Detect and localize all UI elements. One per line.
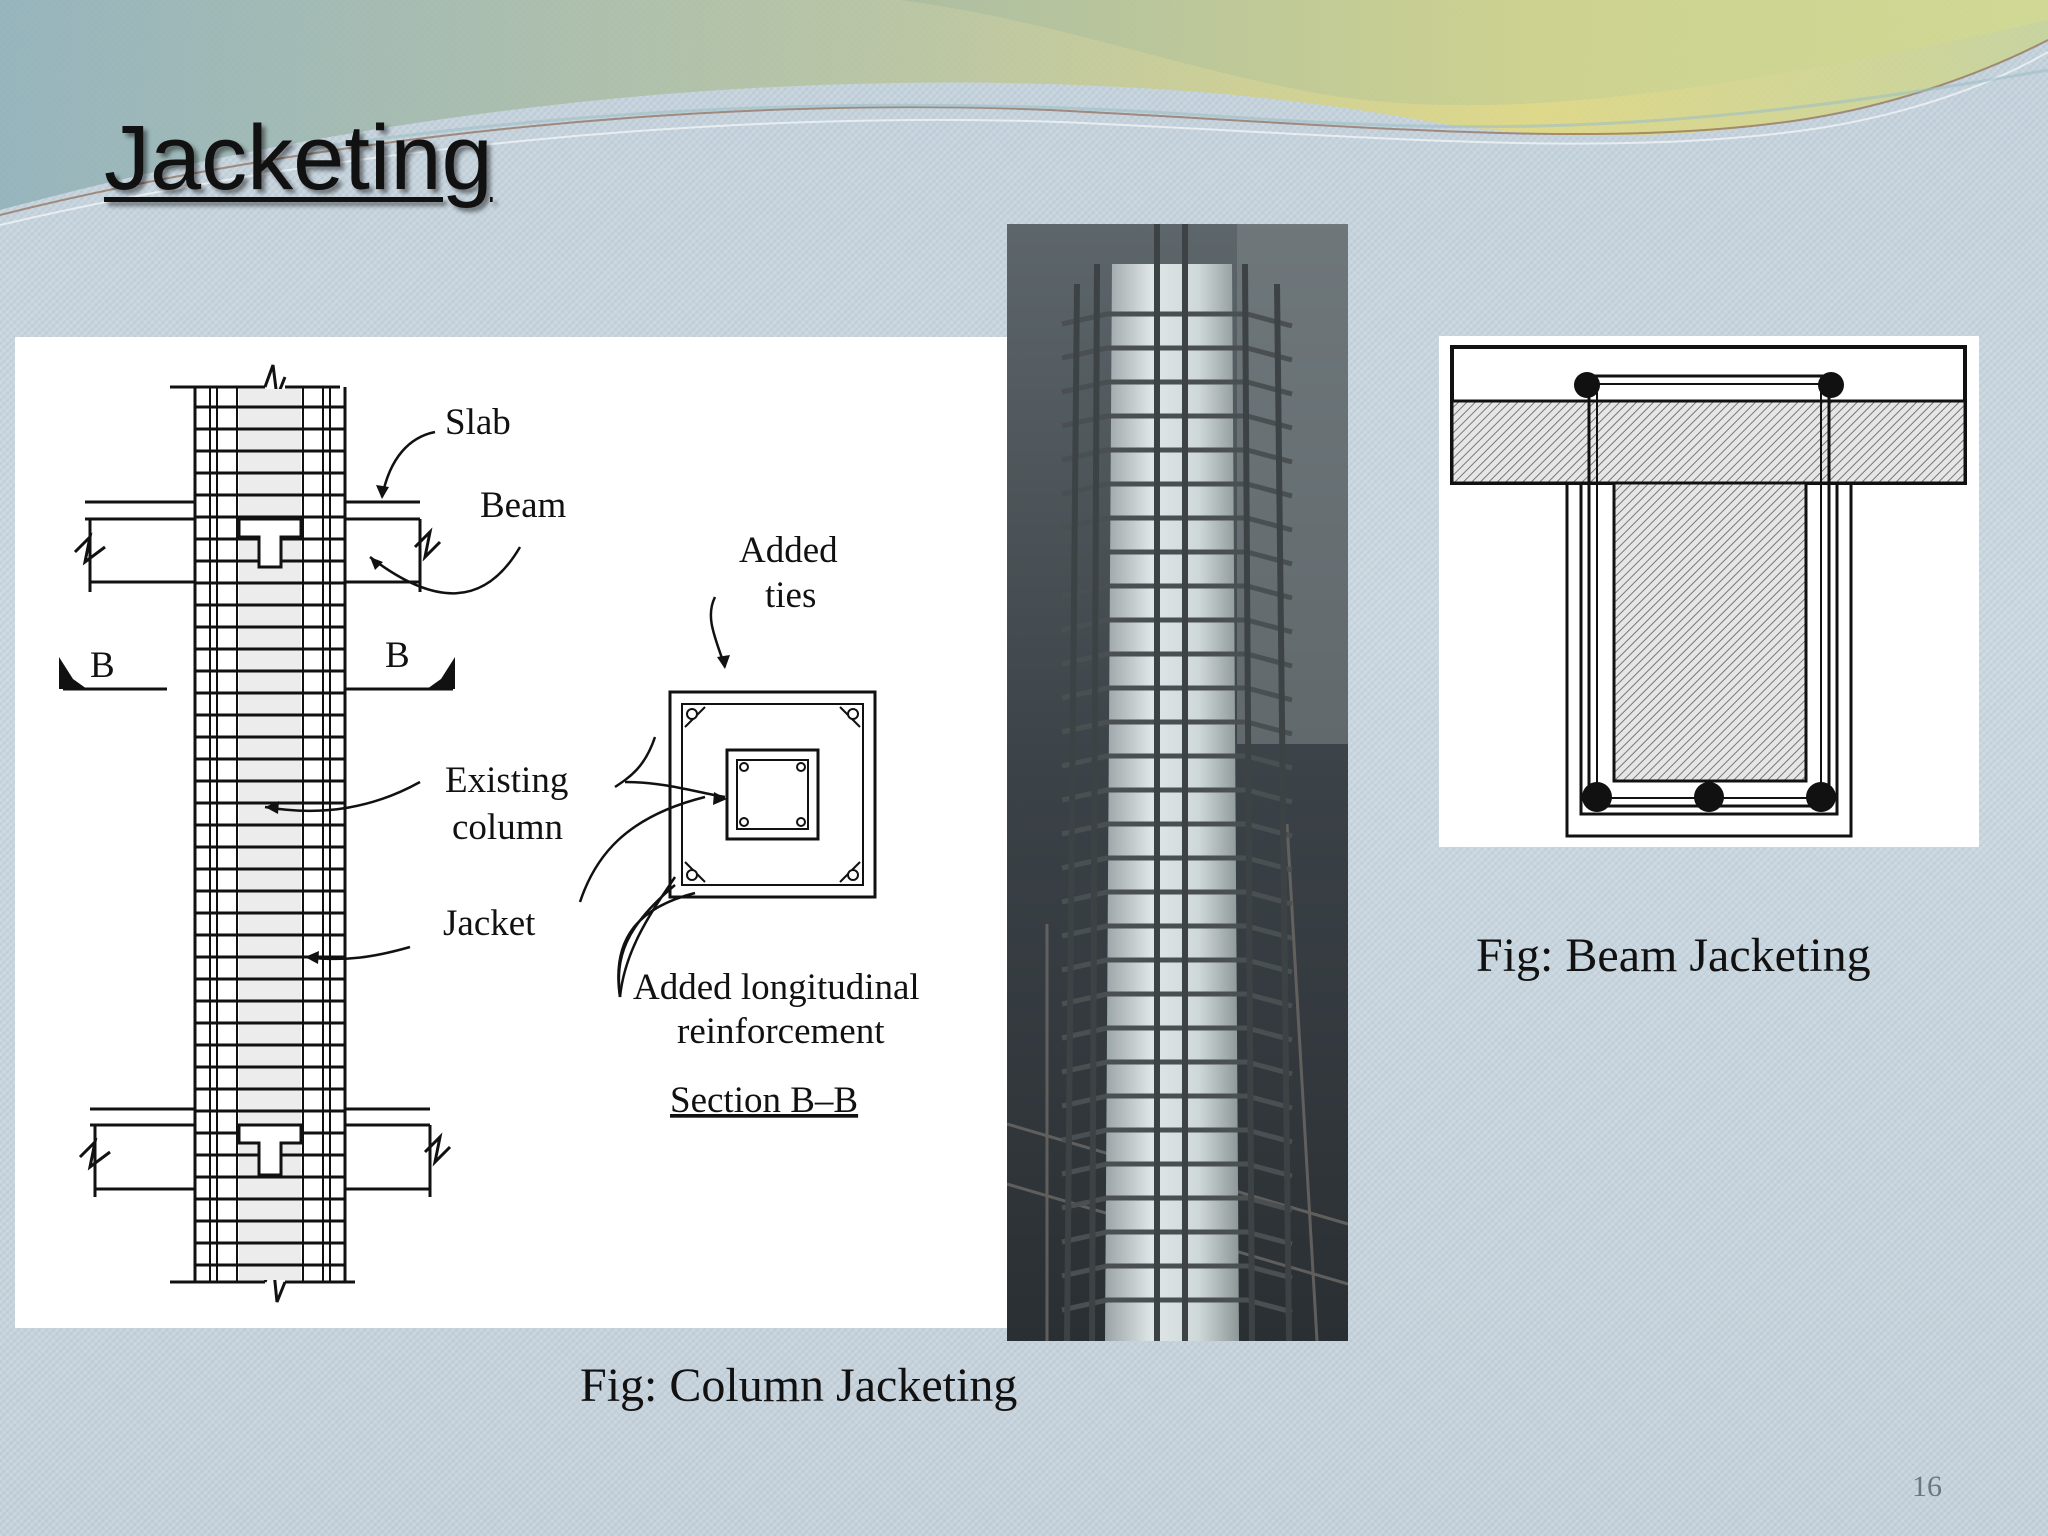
- header-wave-decoration: [0, 0, 2048, 226]
- caption-column-jacketing: Fig: Column Jacketing: [580, 1359, 1018, 1412]
- label-existing-column-line2: column: [452, 807, 563, 848]
- photo-tie: [1061, 651, 1293, 669]
- column-jacketing-drawing: Slab Beam B B Added ties Existing column…: [59, 364, 920, 1303]
- photo-tie: [1061, 821, 1293, 839]
- label-added-ties-line2: ties: [765, 575, 816, 616]
- beam-jacketing-drawing: [1450, 345, 1967, 838]
- label-added-longitudinal-line2: reinforcement: [677, 1011, 885, 1052]
- photo-tie: [1061, 787, 1293, 805]
- photo-tie: [1061, 957, 1293, 975]
- label-section-mark-left: B: [90, 645, 115, 686]
- photo-tie: [1061, 617, 1293, 635]
- caption-beam-jacketing: Fig: Beam Jacketing: [1476, 929, 1871, 982]
- photo-tie: [1061, 1093, 1293, 1111]
- photo-tie: [1061, 515, 1293, 533]
- label-slab: Slab: [445, 402, 511, 443]
- photo-tie: [1061, 1229, 1293, 1247]
- photo-tie: [1061, 889, 1293, 907]
- photo-tie: [1061, 1127, 1293, 1145]
- photo-tie: [1061, 345, 1293, 363]
- label-jacket: Jacket: [443, 903, 536, 944]
- photo-tie: [1061, 1161, 1293, 1179]
- slide-title: Jacketing: [104, 107, 493, 209]
- photo-tie: [1061, 1195, 1293, 1213]
- beam-jacketing-diagram: [1439, 336, 1979, 847]
- photo-tie: [1061, 481, 1293, 499]
- photo-tie: [1061, 1025, 1293, 1043]
- page-number: 16: [1912, 1470, 1942, 1503]
- photo-tie: [1061, 753, 1293, 771]
- photo-tie: [1061, 413, 1293, 431]
- photo-tie: [1061, 685, 1293, 703]
- label-section-title: Section B–B: [670, 1080, 858, 1121]
- photo-tie: [1061, 311, 1293, 329]
- label-added-ties-line1: Added: [739, 530, 838, 571]
- label-existing-column-line1: Existing: [445, 760, 568, 801]
- photo-tie: [1061, 583, 1293, 601]
- photo-tie: [1061, 855, 1293, 873]
- photo-tie: [1061, 923, 1293, 941]
- photo-tie: [1061, 991, 1293, 1009]
- column-jacketing-diagram: Slab Beam B B Added ties Existing column…: [15, 337, 1011, 1328]
- column-jacketing-photo: [1007, 224, 1348, 1341]
- column-jacketing-photo-illustration: [1007, 224, 1348, 1341]
- label-added-longitudinal-line1: Added longitudinal: [633, 967, 920, 1008]
- photo-tie: [1061, 379, 1293, 397]
- photo-tie: [1061, 549, 1293, 567]
- label-section-mark-right: B: [385, 635, 410, 676]
- photo-tie: [1061, 1059, 1293, 1077]
- photo-tie: [1061, 1297, 1293, 1315]
- photo-tie: [1061, 1263, 1293, 1281]
- photo-tie: [1061, 447, 1293, 465]
- label-beam: Beam: [480, 485, 567, 526]
- photo-tie: [1061, 719, 1293, 737]
